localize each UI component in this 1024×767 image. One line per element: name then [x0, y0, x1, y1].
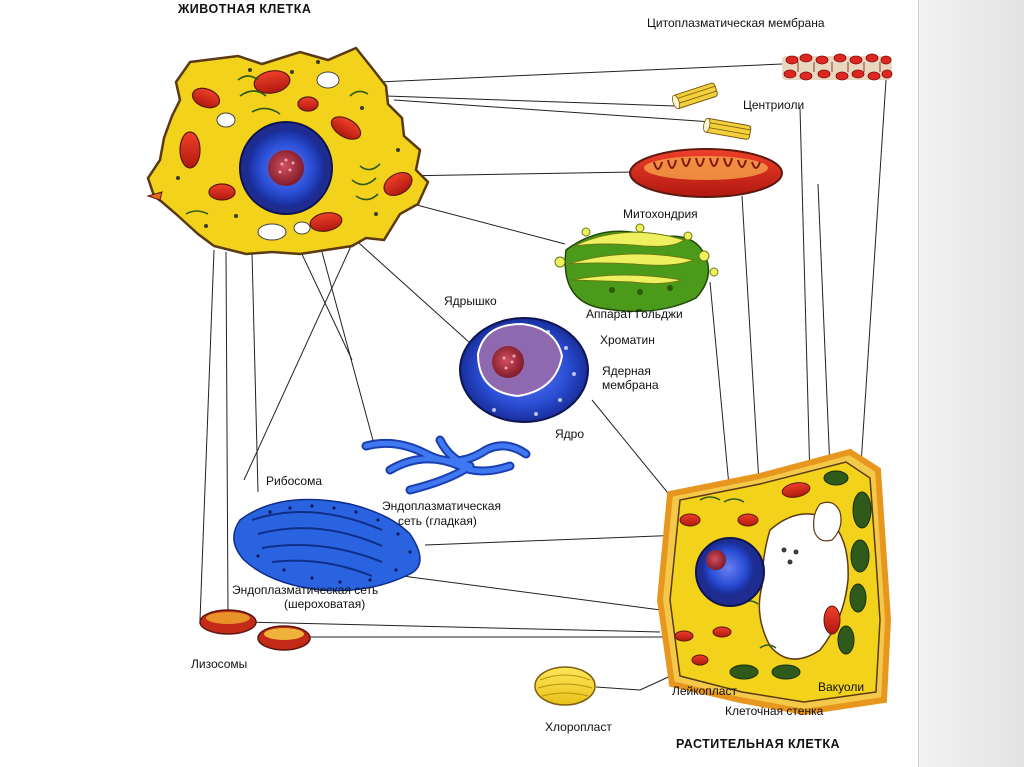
- rough-er-label-line1: Эндоплазматическая сеть: [232, 583, 379, 597]
- animal-cell-title: ЖИВОТНАЯ КЛЕТКА: [178, 2, 312, 16]
- membrane-fragment: [782, 53, 893, 81]
- chloroplast-label: Хлоропласт: [545, 720, 612, 734]
- leucoplast-label: Лейкопласт: [672, 684, 737, 698]
- smooth-er: [361, 435, 531, 495]
- slide-frame-edge: [918, 0, 1024, 767]
- plant-cell: [656, 448, 892, 716]
- smooth-er-label-line1: Эндоплазматическая: [382, 499, 501, 513]
- mitochondrion: [629, 148, 783, 198]
- vacuoles-label: Вакуоли: [818, 680, 865, 694]
- chloroplast: [534, 666, 596, 706]
- golgi-label: Аппарат Гольджи: [586, 307, 683, 321]
- smooth-er-label-line2: сеть (гладкая): [398, 514, 477, 528]
- centrioles-label: Центриоли: [743, 98, 805, 112]
- chromatin-label: Хроматин: [600, 333, 655, 347]
- nucleus-detail: [459, 317, 589, 423]
- lysosomes-label: Лизосомы: [191, 657, 248, 671]
- lysosomes: [199, 609, 311, 651]
- nuclear-membrane-label-line2: мембрана: [602, 378, 659, 392]
- nucleus-label: Ядро: [555, 427, 585, 441]
- nuclear-membrane-label-line1: Ядерная: [602, 364, 651, 378]
- membrane-label: Цитоплазматическая мембрана: [647, 16, 825, 30]
- golgi-apparatus: [554, 223, 719, 313]
- centrioles: [672, 82, 752, 140]
- animal-cell: [146, 46, 430, 256]
- plant-cell-title: РАСТИТЕЛЬНАЯ КЛЕТКА: [676, 737, 841, 751]
- rough-er: [233, 498, 421, 592]
- ribosome-label: Рибосома: [266, 474, 322, 488]
- rough-er-label-line2: (шероховатая): [284, 597, 366, 611]
- cell-wall-label: Клеточная стенка: [725, 704, 824, 718]
- mitochondria-label: Митохондрия: [623, 207, 698, 221]
- nucleolus-label: Ядрышко: [444, 294, 497, 308]
